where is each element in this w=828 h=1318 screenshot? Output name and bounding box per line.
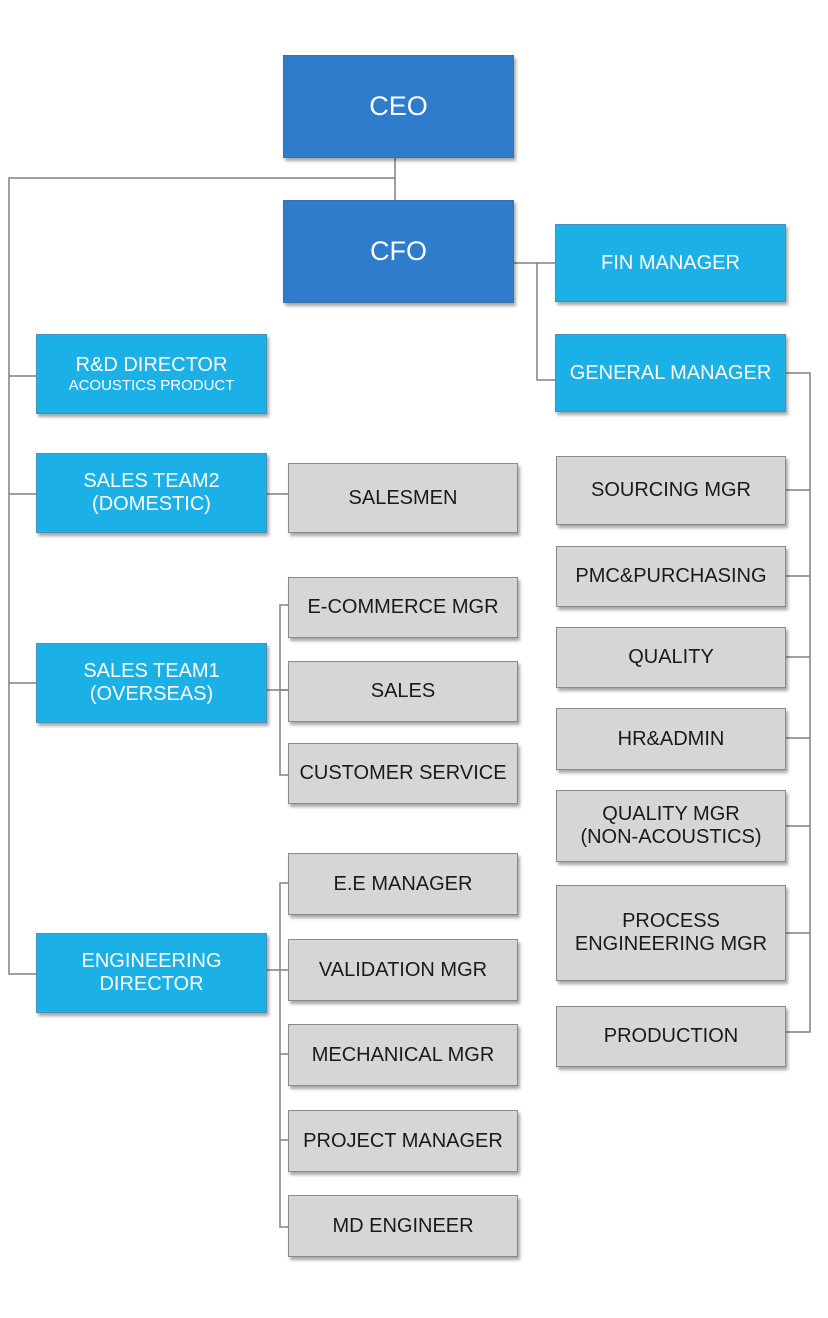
project-manager-box: PROJECT MANAGER — [288, 1110, 518, 1172]
validation-mgr-label: VALIDATION MGR — [318, 958, 488, 981]
engineering-director-box: ENGINEERING DIRECTOR — [36, 933, 267, 1013]
cfo-gm-connector — [536, 263, 555, 381]
rd-director-label: R&D DIRECTOR — [75, 353, 228, 376]
production-box: PRODUCTION — [556, 1006, 786, 1067]
md-engineer-box: MD ENGINEER — [288, 1195, 518, 1257]
ee-manager-label: E.E MANAGER — [333, 872, 473, 895]
general-manager-box: GENERAL MANAGER — [555, 334, 786, 412]
rd-director-sublabel: ACOUSTICS PRODUCT — [68, 376, 235, 394]
gm-trunk-connector — [786, 372, 811, 1033]
production-label: PRODUCTION — [603, 1025, 739, 1047]
hr-admin-label: HR&ADMIN — [617, 727, 725, 750]
sourcing-mgr-box: SOURCING MGR — [556, 456, 786, 525]
sales-label: SALES — [370, 680, 436, 702]
ecommerce-mgr-label: E-COMMERCE MGR — [307, 596, 499, 618]
process-engineering-mgr-box: PROCESS ENGINEERING MGR — [556, 885, 786, 981]
quality-mgr-label: QUALITY MGR — [602, 803, 740, 825]
pmc-purchasing-label: PMC&PURCHASING — [575, 565, 767, 587]
sales-team2-sublabel: (DOMESTIC) — [92, 493, 211, 515]
general-manager-label: GENERAL MANAGER — [569, 361, 772, 384]
mechanical-mgr-label: MECHANICAL MGR — [311, 1043, 495, 1066]
engineering-director-label: ENGINEERING — [81, 950, 222, 972]
ceo-box: CEO — [283, 55, 514, 158]
sales-team1-box: SALES TEAM1 (OVERSEAS) — [36, 643, 267, 723]
sales-team2-label: SALES TEAM2 — [83, 470, 220, 492]
hr-admin-box: HR&ADMIN — [556, 708, 786, 770]
cfo-label: CFO — [370, 235, 427, 266]
process-engineering-mgr-sublabel: ENGINEERING MGR — [574, 933, 768, 955]
quality-mgr-box: QUALITY MGR (NON-ACOUSTICS) — [556, 790, 786, 862]
sales-box: SALES — [288, 661, 518, 722]
pmc-purchasing-box: PMC&PURCHASING — [556, 546, 786, 607]
quality-label: QUALITY — [628, 646, 714, 668]
project-manager-label: PROJECT MANAGER — [303, 1129, 503, 1152]
salesmen-box: SALESMEN — [288, 463, 518, 533]
salesmen-label: SALESMEN — [348, 486, 458, 509]
process-engineering-mgr-label: PROCESS — [622, 910, 720, 932]
quality-mgr-sublabel: (NON-ACOUSTICS) — [580, 826, 762, 848]
engineering-director-sublabel: DIRECTOR — [99, 973, 204, 995]
sourcing-mgr-label: SOURCING MGR — [591, 479, 751, 501]
sales-team1-sublabel: (OVERSEAS) — [89, 683, 214, 705]
cfo-box: CFO — [283, 200, 514, 303]
customer-service-label: CUSTOMER SERVICE — [299, 762, 507, 784]
validation-mgr-box: VALIDATION MGR — [288, 939, 518, 1001]
ee-manager-box: E.E MANAGER — [288, 853, 518, 915]
sales-team2-box: SALES TEAM2 (DOMESTIC) — [36, 453, 267, 533]
mechanical-mgr-box: MECHANICAL MGR — [288, 1024, 518, 1086]
rd-director-box: R&D DIRECTOR ACOUSTICS PRODUCT — [36, 334, 267, 414]
customer-service-box: CUSTOMER SERVICE — [288, 743, 518, 804]
left-trunk-connector — [8, 177, 395, 975]
fin-manager-box: FIN MANAGER — [555, 224, 786, 302]
sales-team1-label: SALES TEAM1 — [83, 660, 220, 682]
quality-box: QUALITY — [556, 627, 786, 688]
ceo-label: CEO — [369, 90, 428, 121]
engineering-bracket — [279, 882, 288, 1228]
md-engineer-label: MD ENGINEER — [332, 1214, 474, 1237]
ecommerce-mgr-box: E-COMMERCE MGR — [288, 577, 518, 638]
fin-manager-label: FIN MANAGER — [601, 251, 740, 274]
